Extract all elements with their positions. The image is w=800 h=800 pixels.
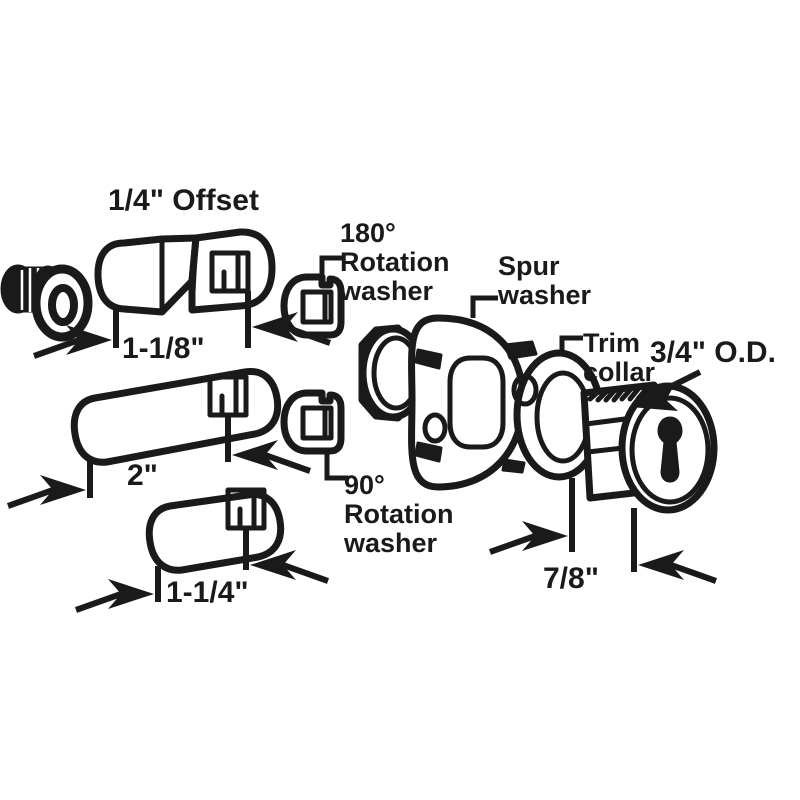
rotation-washer-180 [280, 273, 345, 339]
lock-cylinder [580, 381, 718, 514]
label-rotation-180-degrees: 180° [340, 218, 396, 248]
mounting-screw [0, 264, 93, 342]
dimension-label-1-1-4: 1-1/4" [166, 576, 249, 609]
dimension-7-8: 7/8" [490, 478, 716, 595]
straight-cam-arm-long [70, 367, 282, 466]
hex-nut [358, 324, 427, 422]
leader-rotation-washer-180 [319, 255, 345, 277]
label-rotation-180-line3: washer [339, 276, 434, 306]
label-od-dimension: 3/4" O.D. [650, 336, 776, 369]
label-rotation-90-line3: washer [343, 528, 438, 558]
label-rotation-180-line2: Rotation [340, 247, 449, 277]
offset-cam-arm [94, 228, 276, 316]
leader-trim-collar [559, 335, 583, 355]
leader-od-dimension [630, 369, 702, 411]
label-spur-washer-line2: washer [497, 280, 592, 310]
spur-washer [408, 314, 538, 491]
leader-rotation-washer-90 [324, 451, 348, 481]
dimension-label-2: 2" [127, 459, 158, 492]
rotation-washer-90 [280, 389, 345, 455]
dimension-label-1-1-8: 1-1/8" [122, 332, 205, 365]
label-trim-collar-line2: collar [583, 357, 656, 387]
dimension-label-7-8: 7/8" [543, 562, 599, 595]
dimension-1-1-4: 1-1/4" [76, 528, 328, 610]
label-rotation-90-line2: Rotation [344, 499, 453, 529]
straight-cam-arm-short [145, 487, 285, 574]
keyhole [657, 416, 683, 483]
label-rotation-90-degrees: 90° [344, 470, 385, 500]
dimension-1-1-8: 1-1/8" [34, 291, 330, 365]
label-spur-washer-line1: Spur [498, 251, 560, 281]
leader-spur-washer [470, 295, 498, 318]
label-offset-title: 1/4" Offset [108, 184, 259, 217]
dimension-2: 2" [8, 415, 310, 506]
label-trim-collar-line1: Trim [583, 328, 640, 358]
